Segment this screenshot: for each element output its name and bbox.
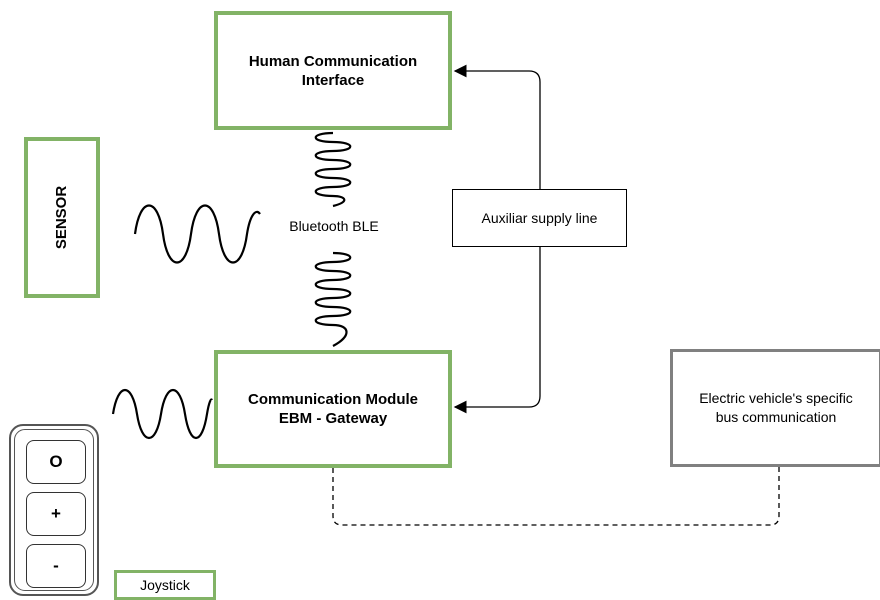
aux-to-ebm-arrow — [453, 247, 541, 414]
human-communication-interface-node: Human Communication Interface — [214, 11, 452, 130]
auxiliar-supply-line-node: Auxiliar supply line — [452, 189, 627, 247]
joystick-label-node: Joystick — [114, 570, 216, 600]
sensor-wave-icon — [133, 204, 261, 264]
bluetooth-ble-label: Bluetooth BLE — [289, 218, 379, 234]
communication-module-node: Communication Module EBM - Gateway — [214, 350, 452, 468]
joystick-button-minus: - — [26, 544, 86, 588]
joystick-inner-frame — [14, 429, 94, 591]
sensor-label: SENSOR — [53, 185, 71, 250]
ebm-label-line2: EBM - Gateway — [278, 410, 388, 427]
joystick-button-o: O — [26, 440, 86, 484]
sensor-node: SENSOR — [24, 137, 100, 298]
joystick-wave-icon — [111, 389, 213, 439]
bluetooth-coil-lower-icon — [314, 251, 352, 347]
ebm-label-line1: Communication Module — [248, 391, 418, 408]
bluetooth-coil-upper-icon — [314, 131, 352, 208]
hci-label: Human Communication Interface — [248, 52, 418, 89]
ev-label-line1: Electric vehicle's specific — [699, 390, 853, 406]
joystick-button-plus: + — [26, 492, 86, 536]
joystick-label: Joystick — [140, 576, 190, 593]
electric-vehicle-bus-node: Electric vehicle's specific bus communic… — [670, 349, 880, 467]
bus-dashed-connector — [332, 467, 780, 526]
ev-label-line2: bus communication — [715, 409, 837, 425]
joystick-device: O + - — [9, 424, 99, 596]
aux-to-hci-arrow — [453, 64, 541, 189]
aux-label: Auxiliar supply line — [481, 209, 598, 226]
